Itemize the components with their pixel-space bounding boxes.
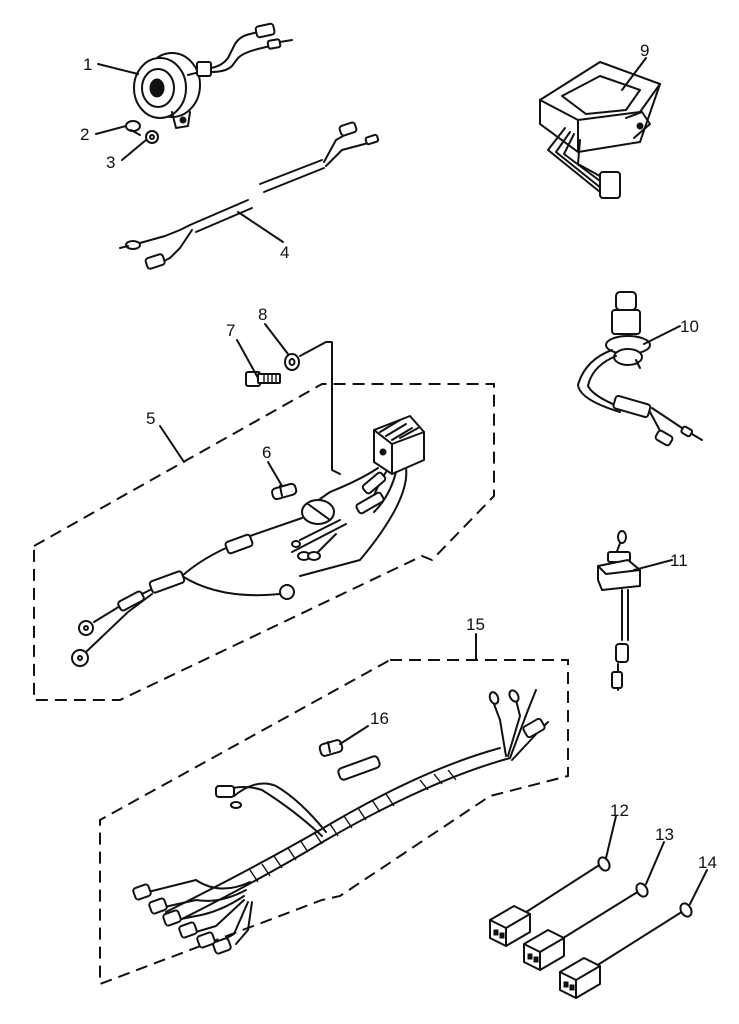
part-16-fuse [318,739,344,757]
leader-lines [95,57,708,905]
callout-16: 16 [370,709,389,728]
part-1-buzzer [133,22,293,129]
callout-3: 3 [106,153,115,172]
callout-4: 4 [280,243,289,262]
part-4-lead-wire [119,121,380,270]
part-10-key-switch [577,291,703,447]
callout-10: 10 [680,317,699,336]
callout-labels: 1 2 3 4 5 6 7 8 9 10 11 12 13 14 15 16 [80,41,717,872]
callout-11: 11 [670,551,688,570]
part-7-bolt [245,371,281,387]
part-14-connector [559,902,693,999]
part-5-regulator-harness [71,415,425,667]
part-9-module [539,61,661,199]
callout-5: 5 [146,409,155,428]
part-6-fuse [271,482,298,501]
callout-15: 15 [466,615,485,634]
part-3-washer [145,130,159,144]
part-11-toggle-switch [597,530,641,691]
part-2-screw [125,120,141,136]
part-13-connector [523,882,649,971]
kit-5-boundary [33,383,495,701]
callout-7: 7 [226,321,235,340]
part-8-washer [284,341,341,475]
callout-8: 8 [258,305,267,324]
callout-12: 12 [610,801,629,820]
callout-1: 1 [83,55,92,74]
callout-9: 9 [640,41,649,60]
callout-13: 13 [655,825,674,844]
callout-6: 6 [262,443,271,462]
callout-14: 14 [698,853,717,872]
callout-2: 2 [80,125,89,144]
part-12-connector [489,856,611,947]
kit-15-boundary [99,659,569,986]
part-15-main-harness [132,689,549,955]
